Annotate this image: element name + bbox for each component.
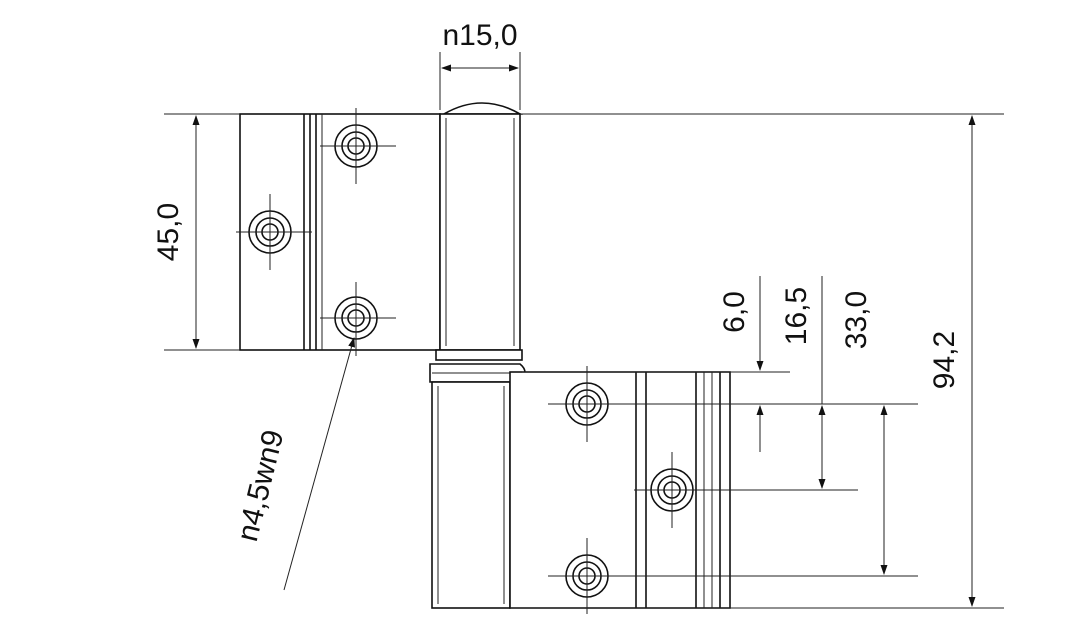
hinge-barrel-lower — [431, 381, 511, 609]
upper-hole-middle — [236, 194, 312, 270]
hole-spec-leader: n4,5wn9 — [231, 337, 355, 591]
upper-hole-top — [320, 108, 396, 184]
dim-offset-1: 6,0 — [718, 291, 764, 436]
dim-leaf-height: 45,0 — [152, 115, 200, 349]
hole-spec-label: n4,5wn9 — [231, 427, 290, 545]
dim-offset-1-label: 6,0 — [718, 291, 751, 333]
hinge-barrel-upper — [439, 102, 523, 351]
dim-total-height: 94,2 — [928, 115, 976, 607]
upper-hole-bottom — [320, 282, 396, 356]
extension-lines — [164, 52, 1004, 609]
dim-offset-3-label: 33,0 — [840, 291, 873, 349]
dim-offset-3: 33,0 — [840, 291, 888, 575]
dim-pin-diameter: n15,0 — [441, 19, 519, 72]
dim-offset-2: 16,5 — [780, 287, 826, 489]
dim-leaf-height-label: 45,0 — [152, 203, 185, 261]
dim-total-height-label: 94,2 — [928, 331, 961, 389]
dim-pin-diameter-label: n15,0 — [442, 19, 517, 52]
dim-offset-2-label: 16,5 — [780, 287, 813, 345]
